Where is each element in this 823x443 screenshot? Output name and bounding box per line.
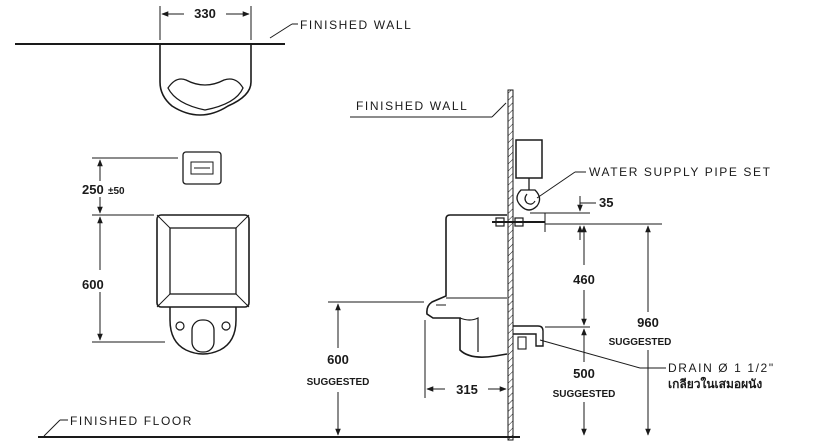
drain-elbow (513, 325, 544, 347)
drain-thread-note: เกลียวในเสมอผนัง (668, 376, 762, 391)
top-view: 330 FINISHED WALL (15, 6, 412, 116)
finished-wall-top-label: FINISHED WALL (300, 18, 412, 32)
rim-height-note: SUGGESTED (307, 377, 370, 388)
sensor-tolerance: ±50 (108, 186, 125, 197)
sensor-panel (182, 151, 222, 185)
side-wall (507, 89, 514, 441)
front-height-dimension: 600 (82, 277, 104, 292)
urinal-top-outline (159, 45, 252, 116)
sensor-height-dimension: 250 (82, 182, 104, 197)
supply-drop-dimension: 460 (573, 272, 595, 287)
top-offset-dimension: 35 (599, 195, 613, 210)
rim-height-dimension: 600 (327, 352, 349, 367)
supply-valve-box (515, 139, 543, 179)
floor: FINISHED FLOOR (38, 414, 520, 438)
side-view: FINISHED WALL 600 SUGGESTED 315 (307, 89, 775, 441)
top-width-dimension: 330 (194, 6, 216, 21)
urinal-side-profile (426, 214, 508, 358)
drain-height-note: SUGGESTED (553, 389, 616, 400)
supply-height-note: SUGGESTED (609, 337, 672, 348)
projection-dimension: 315 (456, 382, 478, 397)
supply-height-dimension: 960 (637, 315, 659, 330)
drain-label: DRAIN Ø 1 1/2" (668, 361, 775, 375)
front-view: 250 ±50 600 (82, 151, 250, 355)
finished-wall-side-label: FINISHED WALL (356, 99, 468, 113)
finished-floor-label: FINISHED FLOOR (70, 414, 193, 428)
water-supply-label: WATER SUPPLY PIPE SET (589, 165, 772, 179)
supply-pipe-loop (516, 189, 541, 211)
urinal-front-outline (156, 214, 250, 308)
drain-height-dimension: 500 (573, 366, 595, 381)
